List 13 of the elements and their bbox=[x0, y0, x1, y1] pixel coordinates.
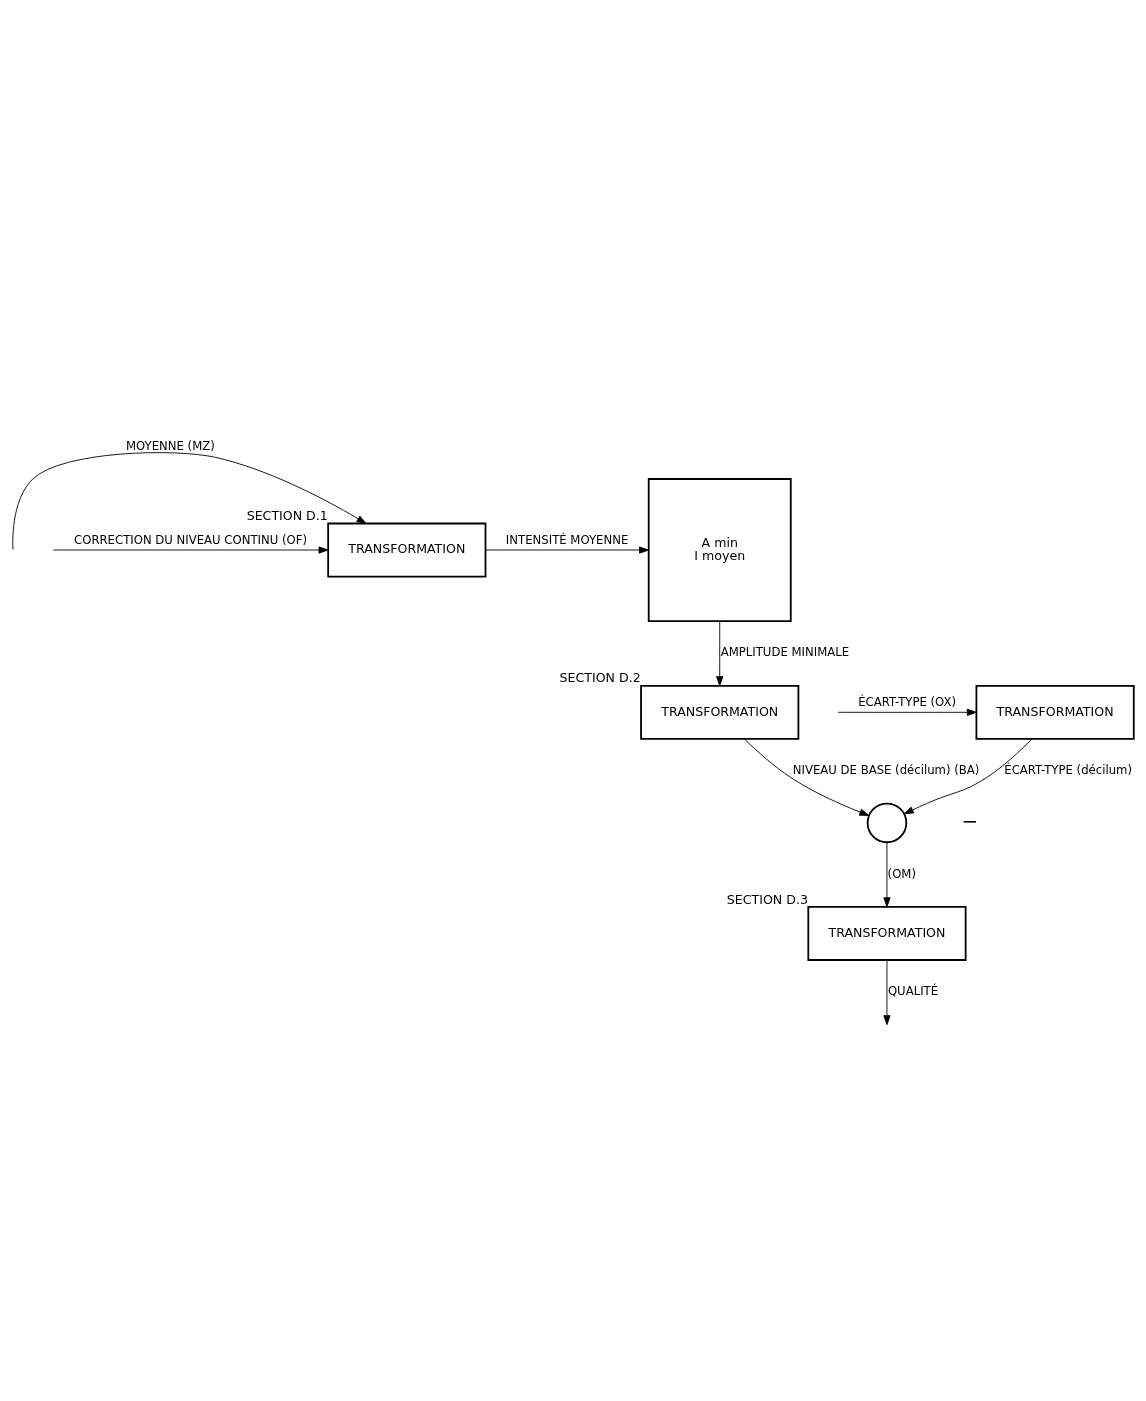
edge-label: QUALITÉ bbox=[887, 984, 939, 999]
node-label: SECTION D.1 bbox=[246, 508, 328, 524]
edge-label: ÉCART-TYPE (décilum) bbox=[1004, 763, 1132, 778]
edge-label: (OM) bbox=[887, 866, 916, 881]
edge-label: ÉCART-TYPE (OX) bbox=[858, 695, 957, 710]
edge-label: AMPLITUDE MINIMALE bbox=[720, 645, 850, 660]
label: − bbox=[961, 809, 978, 833]
edge-label: INTENSITÉ MOYENNE bbox=[505, 533, 629, 548]
node-label: SECTION D.2 bbox=[559, 670, 641, 686]
edge-label: NIVEAU DE BASE (décilum) (BA) bbox=[792, 763, 980, 778]
edge-label: CORRECTION DU NIVEAU CONTINU (OF) bbox=[74, 533, 307, 548]
node-label: SECTION D.3 bbox=[726, 891, 808, 907]
edge-label: MOYENNE (MZ) bbox=[125, 438, 215, 453]
